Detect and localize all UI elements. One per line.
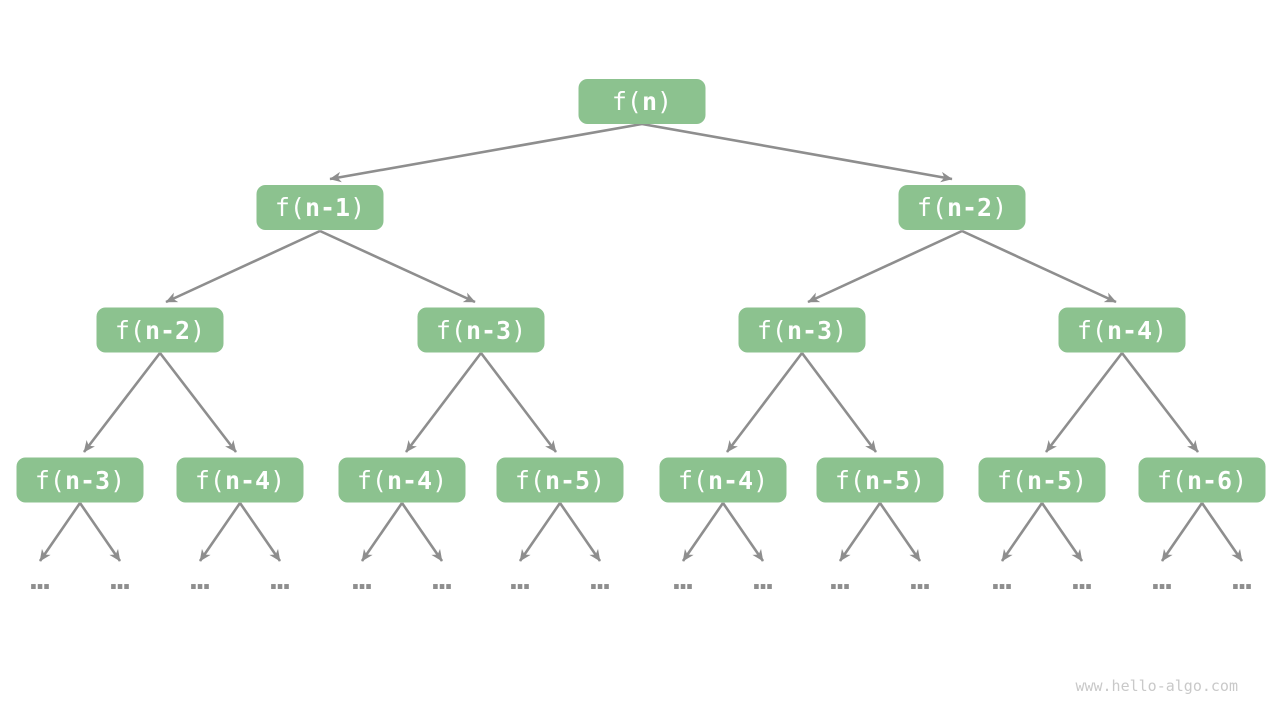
node-box xyxy=(898,185,1026,230)
edge xyxy=(1120,352,1200,453)
edge xyxy=(800,352,878,453)
edge xyxy=(404,352,483,453)
tree-node-f-n-5: f(n-5) xyxy=(816,457,944,503)
ellipsis: ... xyxy=(668,563,698,596)
node-label: f(n-4) xyxy=(357,466,447,495)
node-box xyxy=(96,307,224,353)
edge xyxy=(1044,352,1124,453)
ellipsis: ... xyxy=(105,563,135,596)
edge xyxy=(198,502,242,562)
node-box xyxy=(578,79,706,124)
node-label: f(n-3) xyxy=(757,316,847,345)
node-box xyxy=(816,457,944,503)
ellipsis: ... xyxy=(748,563,778,596)
node-box xyxy=(417,307,545,353)
ellipsis: ... xyxy=(1227,563,1257,596)
node-label: f(n-3) xyxy=(35,466,125,495)
ellipsis: ... xyxy=(825,563,855,596)
node-box xyxy=(1058,307,1186,353)
tree-node-f-n-5: f(n-5) xyxy=(496,457,624,503)
edge xyxy=(1000,502,1044,562)
node-label: f(n-2) xyxy=(115,316,205,345)
edge xyxy=(518,502,562,562)
tree-node-f-n-2: f(n-2) xyxy=(96,307,224,353)
edge xyxy=(1200,502,1244,562)
tree-node-f-n-4: f(n-4) xyxy=(659,457,787,503)
node-box xyxy=(256,185,384,230)
ellipsis: ... xyxy=(585,563,615,596)
ellipsis: ... xyxy=(347,563,377,596)
ellipsis: ... xyxy=(427,563,457,596)
node-box xyxy=(338,457,466,503)
tree-node-f-n-3: f(n-3) xyxy=(417,307,545,353)
ellipsis: ... xyxy=(265,563,295,596)
ellipsis: ... xyxy=(1067,563,1097,596)
ellipsis: ... xyxy=(905,563,935,596)
ellipsis: ... xyxy=(1147,563,1177,596)
node-label: f(n-3) xyxy=(436,316,526,345)
node-label: f(n-4) xyxy=(678,466,768,495)
edge xyxy=(319,229,476,304)
edge xyxy=(329,122,643,183)
edge xyxy=(360,502,404,562)
node-label: f(n-5) xyxy=(835,466,925,495)
tree-node-f-n-3: f(n-3) xyxy=(738,307,866,353)
tree-node-f-n-4: f(n-4) xyxy=(176,457,304,503)
node-box xyxy=(1138,457,1266,503)
edge xyxy=(38,502,82,562)
edge xyxy=(878,502,922,562)
tree-node-f-n-4: f(n-4) xyxy=(338,457,466,503)
node-label: f(n-4) xyxy=(195,466,285,495)
node-box xyxy=(738,307,866,353)
tree-node-f-n: f(n) xyxy=(578,79,706,124)
edge xyxy=(1040,502,1084,562)
ellipsis: ... xyxy=(25,563,55,596)
ellipsis: ... xyxy=(987,563,1017,596)
node-label: f(n-1) xyxy=(275,193,365,222)
edge xyxy=(838,502,882,562)
edge xyxy=(641,122,953,183)
node-label: f(n) xyxy=(612,87,672,116)
edge xyxy=(807,229,963,304)
ellipsis-row: ... ... ... ... ... ... ... ... ... ... … xyxy=(25,563,1257,596)
tree-node-f-n-5: f(n-5) xyxy=(978,457,1106,503)
node-label: f(n-2) xyxy=(917,193,1007,222)
node-box xyxy=(496,457,624,503)
edge xyxy=(479,352,558,453)
tree-node-f-n-1: f(n-1) xyxy=(256,185,384,230)
edge xyxy=(158,352,238,453)
node-box xyxy=(659,457,787,503)
edge xyxy=(558,502,602,562)
tree-node-f-n-4: f(n-4) xyxy=(1058,307,1186,353)
node-label: f(n-5) xyxy=(997,466,1087,495)
tree-node-f-n-2: f(n-2) xyxy=(898,185,1026,230)
edge xyxy=(1160,502,1204,562)
ellipsis: ... xyxy=(505,563,535,596)
tree-node-f-n-6: f(n-6) xyxy=(1138,457,1266,503)
node-label: f(n-4) xyxy=(1077,316,1167,345)
edge xyxy=(238,502,282,562)
watermark: www.hello-algo.com xyxy=(1075,677,1238,695)
edge xyxy=(721,502,765,562)
node-box xyxy=(176,457,304,503)
node-label: f(n-6) xyxy=(1157,466,1247,495)
node-label: f(n-5) xyxy=(515,466,605,495)
edge xyxy=(82,352,162,453)
tree-edges xyxy=(38,122,1244,562)
edge xyxy=(961,229,1117,304)
edge xyxy=(725,352,804,453)
ellipsis: ... xyxy=(185,563,215,596)
node-box xyxy=(978,457,1106,503)
edge xyxy=(78,502,122,562)
edge xyxy=(681,502,725,562)
edge xyxy=(165,229,321,304)
tree-node-f-n-3: f(n-3) xyxy=(16,457,144,503)
node-box xyxy=(16,457,144,503)
edge xyxy=(400,502,444,562)
